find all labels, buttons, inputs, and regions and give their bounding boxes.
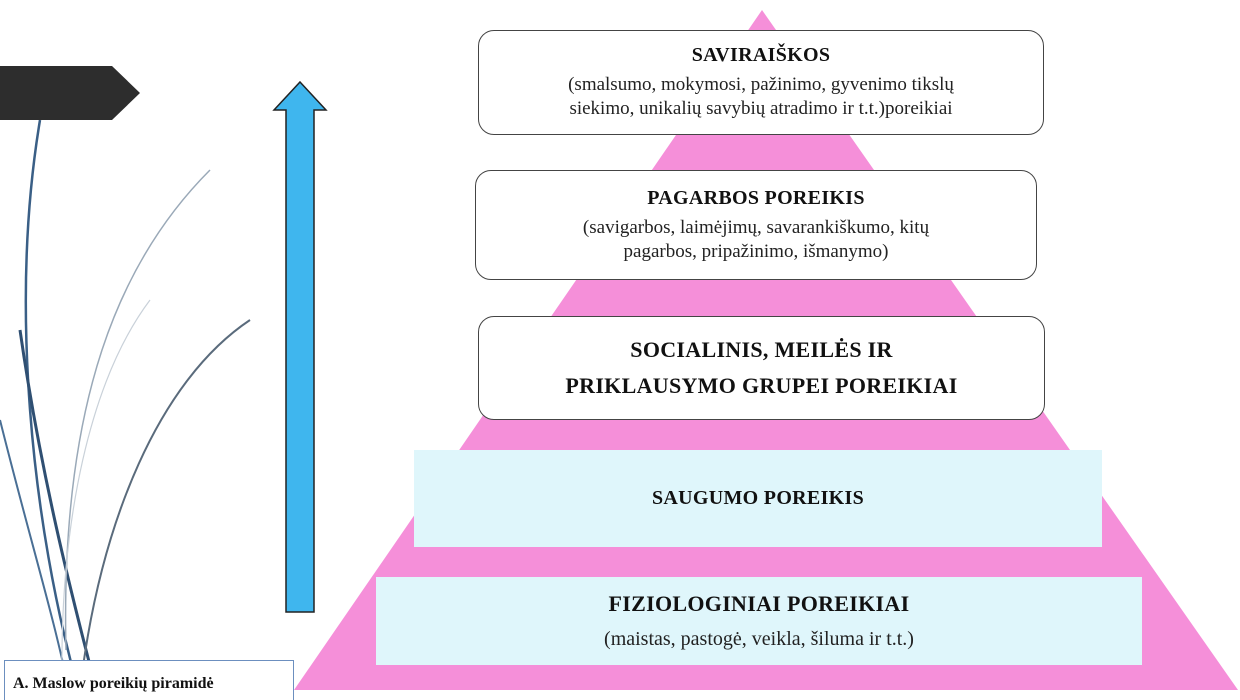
level-title: SOCIALINIS, MEILĖS IR — [630, 337, 893, 362]
pyramid-level-social: SOCIALINIS, MEILĖS IR PRIKLAUSYMO GRUPEI… — [478, 316, 1045, 420]
level-title: SAUGUMO POREIKIS — [651, 487, 865, 509]
level-description: (smalsumo, mokymosi, pažinimo, gyvenimo … — [568, 73, 954, 121]
level-title: PRIKLAUSYMO GRUPEI POREIKIAI — [565, 373, 958, 398]
level-title: PAGARBOS POREIKIS — [647, 186, 865, 209]
pyramid-level-esteem: PAGARBOS POREIKIS (savigarbos, laimėjimų… — [475, 170, 1037, 280]
decorative-swoosh-lines — [0, 119, 251, 696]
level-description-line: siekimo, unikalių savybių atradimo ir t.… — [569, 98, 953, 119]
level-title: SAVIRAIŠKOS — [691, 44, 831, 66]
pyramid-level-safety: SAUGUMO POREIKIS — [414, 450, 1102, 547]
level-description-line: (smalsumo, mokymosi, pažinimo, gyvenimo … — [568, 74, 954, 95]
figure-caption: A. Maslow poreikių piramidė — [4, 660, 294, 700]
level-description-line: (savigarbos, laimėjimų, savarankiškumo, … — [582, 216, 930, 238]
level-description: (maistas, pastogė, veikla, šiluma ir t.t… — [604, 628, 914, 650]
pyramid-level-self-actualization: SAVIRAIŠKOS (smalsumo, mokymosi, pažinim… — [478, 30, 1044, 135]
level-title: FIZIOLOGINIAI POREIKIAI — [608, 591, 910, 616]
level-description-line: pagarbos, pripažinimo, išmanymo) — [623, 240, 889, 262]
pyramid-level-physiological: FIZIOLOGINIAI POREIKIAI (maistas, pastog… — [376, 577, 1142, 665]
up-arrow-icon — [272, 80, 328, 613]
level-description: (savigarbos, laimėjimų, savarankiškumo, … — [583, 216, 929, 264]
pentagon-tag-icon — [0, 66, 140, 120]
